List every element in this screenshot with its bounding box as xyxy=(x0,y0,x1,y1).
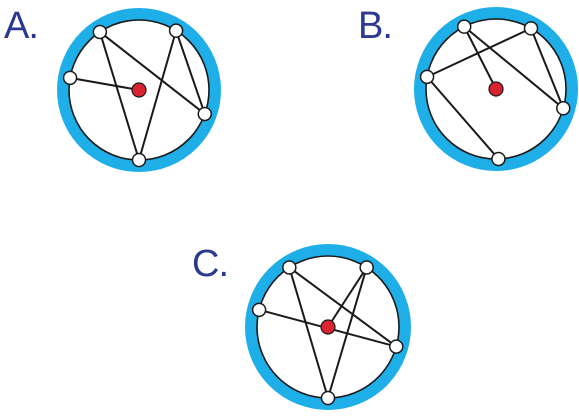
option-b-vertex-3 xyxy=(556,101,571,116)
option-a-edge-4 xyxy=(175,29,206,115)
option-a-vertex-1 xyxy=(92,24,108,40)
option-b-group: B. xyxy=(358,5,578,171)
option-c-edge-1 xyxy=(288,266,398,348)
option-a-edge-3 xyxy=(138,29,178,161)
option-b-circle-diagram xyxy=(414,7,578,171)
option-b-vertex-2 xyxy=(523,21,539,36)
option-b-edge-4 xyxy=(426,27,532,78)
option-a-center-dot xyxy=(131,82,147,98)
option-b-edge-2 xyxy=(463,25,565,110)
option-a-label: A. xyxy=(4,5,38,47)
option-b-center-dot xyxy=(488,81,504,97)
option-a-edge-5 xyxy=(69,76,140,91)
option-b-label: B. xyxy=(358,5,392,47)
option-b-vertex-5 xyxy=(419,69,435,85)
option-c-label: C. xyxy=(192,243,228,285)
option-a-vertex-5 xyxy=(62,70,78,86)
option-a-vertex-3 xyxy=(197,106,213,122)
option-c-circle-diagram xyxy=(245,244,411,410)
option-a-group: A. xyxy=(4,5,221,172)
option-b-edge-5 xyxy=(426,75,500,160)
option-a-vertex-2 xyxy=(168,23,184,38)
option-c-vertex-5 xyxy=(251,302,267,318)
option-a-edge-2 xyxy=(98,30,206,115)
option-c-vertex-1 xyxy=(282,260,297,275)
option-c-center-dot xyxy=(320,319,336,335)
option-c-vertex-2 xyxy=(359,260,374,275)
option-a-circle-diagram xyxy=(57,8,221,172)
option-c-edge-3 xyxy=(327,266,368,328)
option-b-vertex-1 xyxy=(456,19,472,34)
option-b-edge-3 xyxy=(530,27,565,110)
option-a-edge-1 xyxy=(98,30,140,161)
option-b-vertex-4 xyxy=(491,151,506,167)
option-c-edge-2 xyxy=(288,266,329,399)
option-c-group: C. xyxy=(192,243,411,410)
option-c-vertex-3 xyxy=(388,339,404,354)
option-b-edge-1 xyxy=(463,25,497,90)
option-c-vertex-4 xyxy=(320,390,336,406)
option-a-vertex-4 xyxy=(131,152,147,168)
